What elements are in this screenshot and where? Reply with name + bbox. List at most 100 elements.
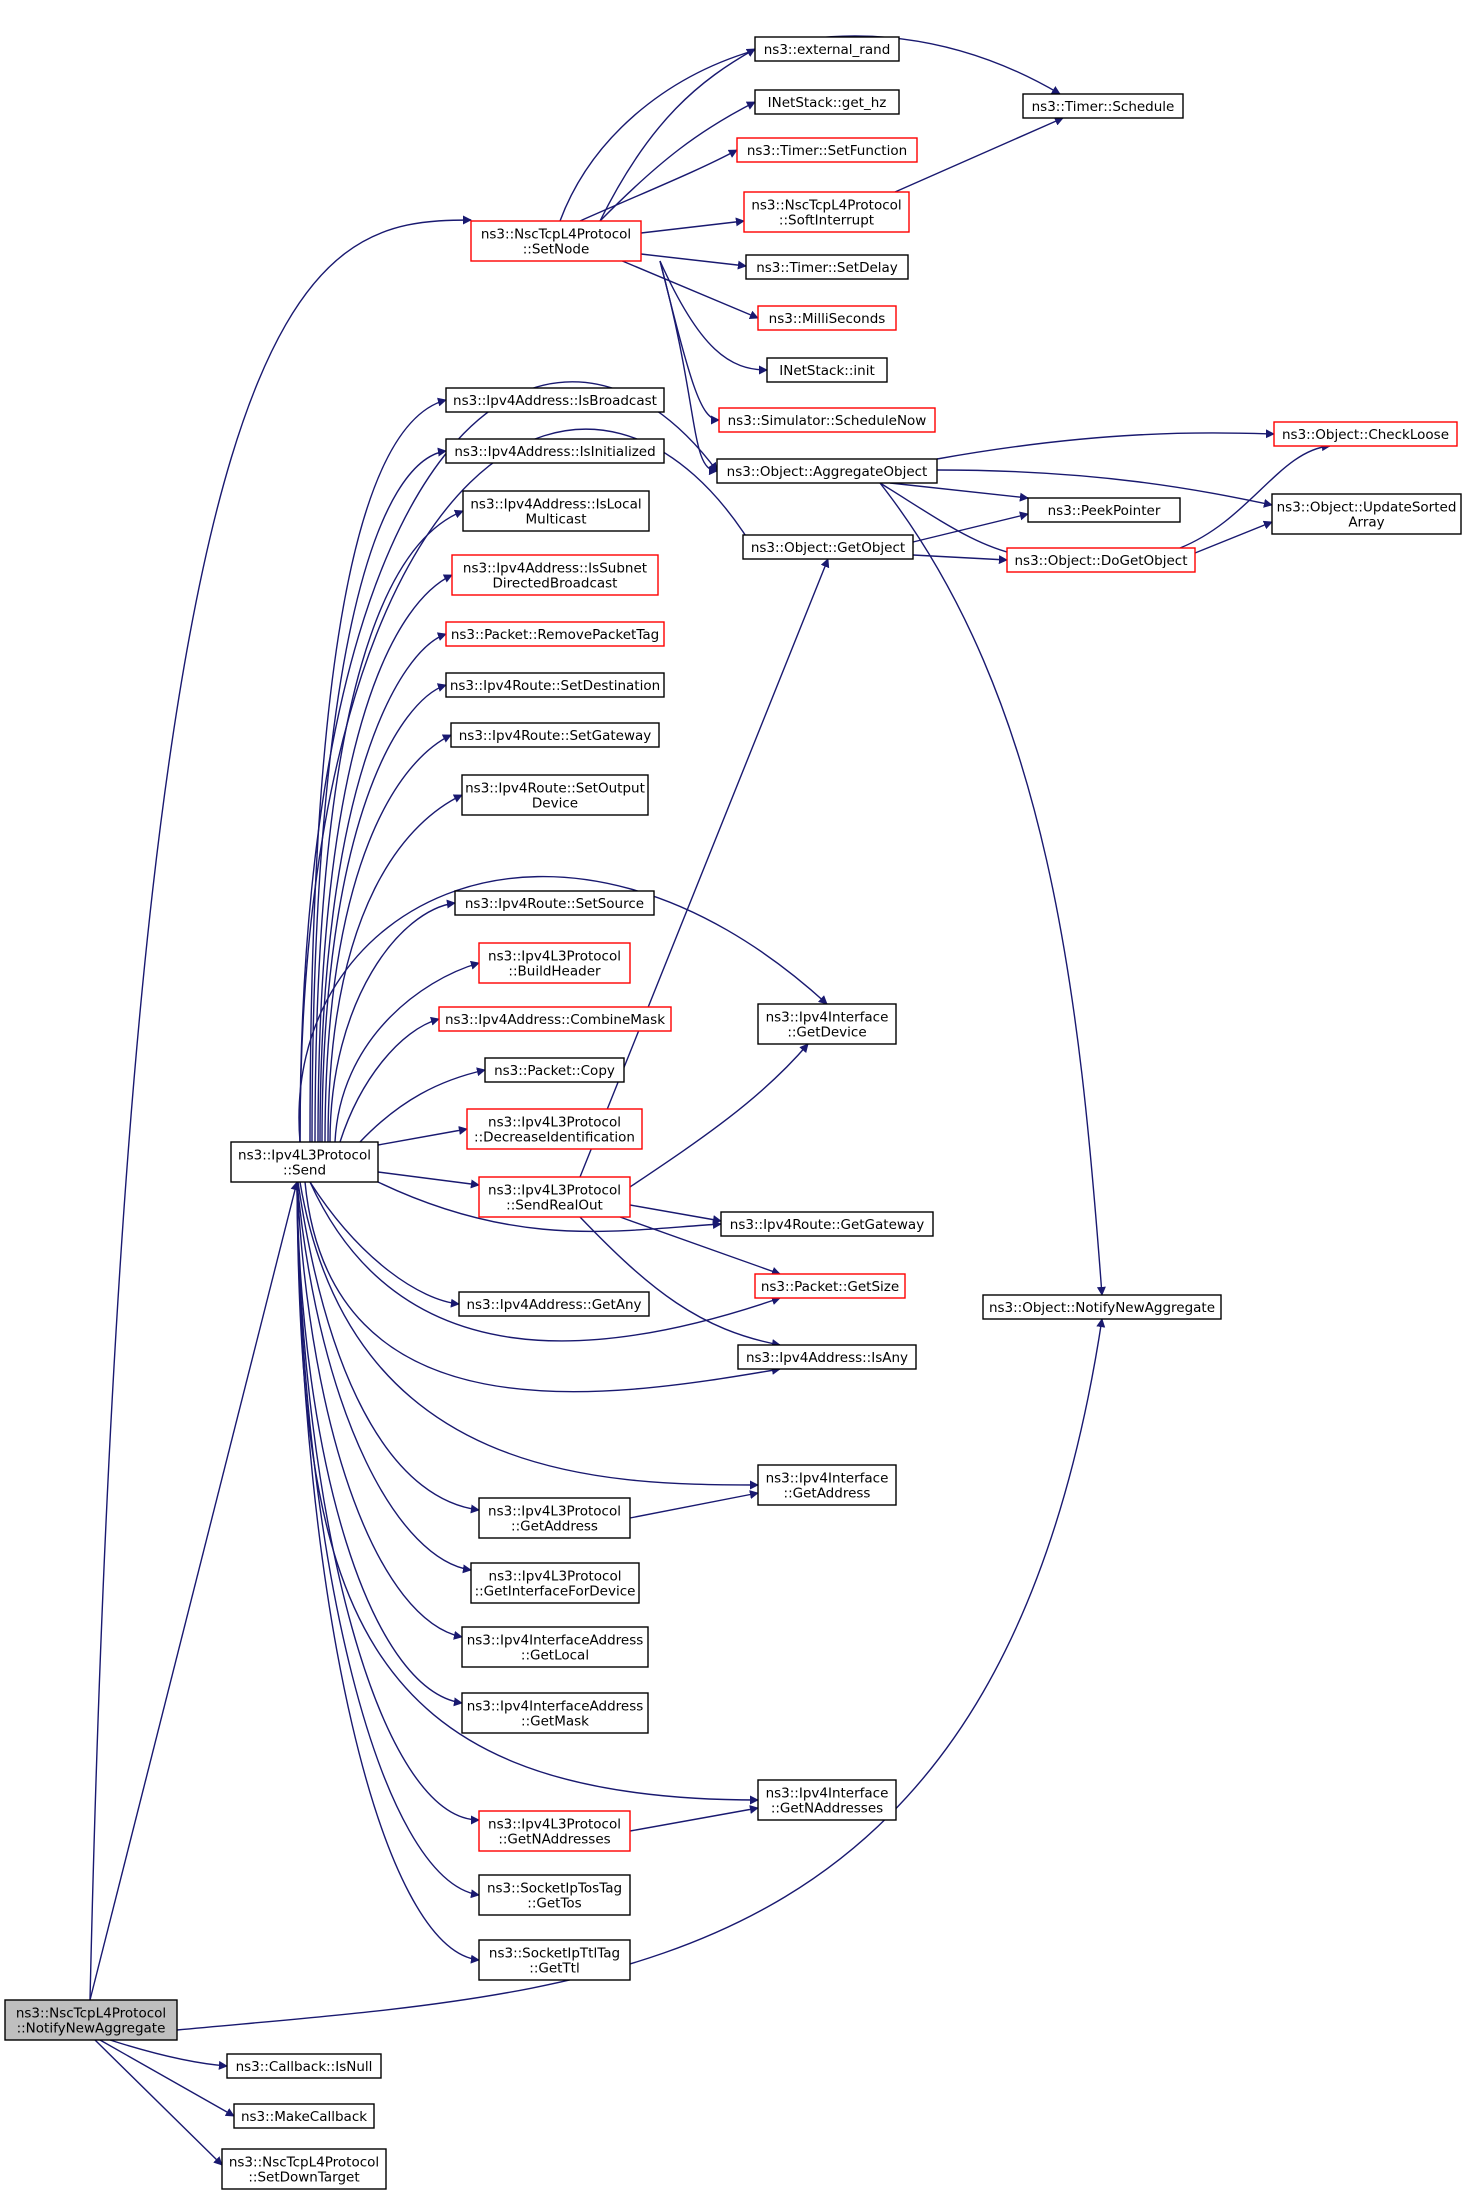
node-removetag[interactable]: ns3::Packet::RemovePacketTag xyxy=(445,621,665,647)
node-box xyxy=(484,1057,625,1083)
node-label: ns3::NscTcpL4Protocol xyxy=(751,198,901,214)
node-isany[interactable]: ns3::Ipv4Address::IsAny xyxy=(737,1344,917,1370)
edge-send-to-getany xyxy=(309,1181,460,1308)
edge-send-to-l3getnaddr xyxy=(296,1181,480,1825)
node-makecallback[interactable]: ns3::MakeCallback xyxy=(233,2103,375,2129)
node-box xyxy=(754,36,900,62)
node-box xyxy=(470,1562,640,1604)
node-getmask[interactable]: ns3::Ipv4InterfaceAddress::GetMask xyxy=(461,1692,649,1734)
node-ext_rand[interactable]: ns3::external_rand xyxy=(754,36,900,62)
edge-aggregate-to-notifyagg xyxy=(879,482,1106,1296)
node-get_hz[interactable]: INetStack::get_hz xyxy=(754,89,900,115)
node-peekpointer[interactable]: ns3::PeekPointer xyxy=(1027,497,1181,523)
node-getlocal[interactable]: ns3::Ipv4InterfaceAddress::GetLocal xyxy=(461,1626,649,1668)
node-setdowntarget[interactable]: ns3::NscTcpL4Protocol::SetDownTarget xyxy=(221,2148,387,2190)
edge-aggregate-to-peekpointer xyxy=(889,482,1029,502)
edge-sendrealout-to-isany xyxy=(579,1216,781,1348)
edge-layer xyxy=(89,35,1331,2166)
node-box xyxy=(754,89,900,115)
node-ifgetaddr[interactable]: ns3::Ipv4Interface::GetAddress xyxy=(757,1464,897,1506)
node-box xyxy=(445,438,665,464)
node-box xyxy=(720,1211,934,1237)
edge-setnode-to-get_hz xyxy=(599,101,756,222)
node-getiffordev[interactable]: ns3::Ipv4L3Protocol::GetInterfaceForDevi… xyxy=(470,1562,640,1604)
node-aggregate[interactable]: ns3::Object::AggregateObject xyxy=(716,458,938,484)
node-notifyagg[interactable]: ns3::Object::NotifyNewAggregate xyxy=(982,1294,1222,1320)
node-init[interactable]: INetStack::init xyxy=(766,357,888,383)
node-label: ns3::Ipv4Interface xyxy=(766,1471,889,1487)
node-l3getnaddr[interactable]: ns3::Ipv4L3Protocol::GetNAddresses xyxy=(478,1810,631,1852)
edge-send-to-buildheader xyxy=(334,960,480,1143)
node-decid[interactable]: ns3::Ipv4L3Protocol::DecreaseIdentificat… xyxy=(466,1108,643,1150)
node-label: ::GetNAddresses xyxy=(771,1801,883,1817)
node-buildheader[interactable]: ns3::Ipv4L3Protocol::BuildHeader xyxy=(478,942,631,984)
node-copy[interactable]: ns3::Packet::Copy xyxy=(484,1057,625,1083)
edge-send-to-setgw xyxy=(324,734,452,1143)
node-milliseconds[interactable]: ns3::MilliSeconds xyxy=(757,305,897,331)
edge-root-to-makecallback xyxy=(99,2039,235,2117)
node-sendrealout[interactable]: ns3::Ipv4L3Protocol::SendRealOut xyxy=(478,1176,631,1218)
node-l3getaddr[interactable]: ns3::Ipv4L3Protocol::GetAddress xyxy=(478,1497,631,1539)
node-box xyxy=(1273,421,1458,447)
node-label: ns3::Object::DoGetObject xyxy=(1014,553,1187,569)
node-schedulenow[interactable]: ns3::Simulator::ScheduleNow xyxy=(718,407,936,433)
edge-send-to-getttl xyxy=(296,1181,480,1964)
node-box xyxy=(458,1291,650,1317)
node-getttl[interactable]: ns3::SocketIpTtlTag::GetTtl xyxy=(478,1939,631,1981)
node-setdest[interactable]: ns3::Ipv4Route::SetDestination xyxy=(445,672,665,698)
node-label: ::GetMask xyxy=(521,1714,589,1730)
node-isinitialized[interactable]: ns3::Ipv4Address::IsInitialized xyxy=(445,438,665,464)
edge-softinterrupt-to-schedule xyxy=(894,117,1064,193)
edge-sendrealout-to-getsize xyxy=(619,1216,781,1276)
node-box xyxy=(754,1273,906,1299)
node-setnode[interactable]: ns3::NscTcpL4Protocol::SetNode xyxy=(470,220,642,262)
node-gettos[interactable]: ns3::SocketIpTosTag::GetTos xyxy=(478,1874,631,1916)
node-getobject[interactable]: ns3::Object::GetObject xyxy=(742,534,914,560)
edge-root-to-isnull xyxy=(109,2039,228,2070)
node-getgw[interactable]: ns3::Ipv4Route::GetGateway xyxy=(720,1211,934,1237)
node-dogetobject[interactable]: ns3::Object::DoGetObject xyxy=(1006,547,1196,573)
node-label: ns3::Timer::Schedule xyxy=(1032,99,1175,115)
node-setdelay[interactable]: ns3::Timer::SetDelay xyxy=(745,254,909,280)
node-isnull[interactable]: ns3::Callback::IsNull xyxy=(226,2053,382,2079)
node-label: ::GetInterfaceForDevice xyxy=(475,1584,636,1600)
edge-aggregate-to-checkloose xyxy=(936,429,1275,460)
edge-setnode-to-ext_rand xyxy=(599,48,756,222)
node-send[interactable]: ns3::Ipv4L3Protocol::Send xyxy=(230,1141,379,1183)
node-label: ns3::Ipv4Address::IsInitialized xyxy=(454,444,655,460)
edge-send-to-isinitialized xyxy=(311,447,447,1143)
node-ifgetnaddr[interactable]: ns3::Ipv4Interface::GetNAddresses xyxy=(757,1779,897,1821)
node-checkloose[interactable]: ns3::Object::CheckLoose xyxy=(1273,421,1458,447)
node-combinemask[interactable]: ns3::Ipv4Address::CombineMask xyxy=(438,1006,672,1032)
node-label: ns3::Packet::Copy xyxy=(494,1063,615,1079)
node-label: Multicast xyxy=(525,512,586,528)
node-label: ns3::Object::NotifyNewAggregate xyxy=(989,1300,1215,1316)
node-label: ns3::NscTcpL4Protocol xyxy=(16,2006,166,2022)
node-label: ::Send xyxy=(283,1163,326,1179)
node-label: DirectedBroadcast xyxy=(493,576,618,592)
node-label: ns3::Object::GetObject xyxy=(751,540,905,556)
node-setgw[interactable]: ns3::Ipv4Route::SetGateway xyxy=(450,722,660,748)
node-softinterrupt[interactable]: ns3::NscTcpL4Protocol::SoftInterrupt xyxy=(743,191,910,233)
node-getany[interactable]: ns3::Ipv4Address::GetAny xyxy=(458,1291,650,1317)
node-box xyxy=(742,534,914,560)
node-isbroadcast[interactable]: ns3::Ipv4Address::IsBroadcast xyxy=(445,387,665,413)
node-box xyxy=(478,1810,631,1852)
node-box xyxy=(1027,497,1181,523)
node-schedule[interactable]: ns3::Timer::Schedule xyxy=(1022,93,1184,119)
node-label: ::GetAddress xyxy=(784,1486,871,1502)
node-box xyxy=(757,1779,897,1821)
node-label: Device xyxy=(532,796,578,812)
edge-root-to-setdowntarget xyxy=(94,2039,223,2166)
node-getdevice[interactable]: ns3::Ipv4Interface::GetDevice xyxy=(757,1003,897,1045)
node-setsource[interactable]: ns3::Ipv4Route::SetSource xyxy=(454,890,655,916)
node-issubnet[interactable]: ns3::Ipv4Address::IsSubnetDirectedBroadc… xyxy=(451,554,659,596)
node-setfunction[interactable]: ns3::Timer::SetFunction xyxy=(736,137,918,163)
node-label: ns3::SocketIpTosTag xyxy=(487,1881,622,1897)
edge-dogetobject-to-checkloose xyxy=(1179,442,1331,549)
node-box xyxy=(461,774,649,816)
node-getsize[interactable]: ns3::Packet::GetSize xyxy=(754,1273,906,1299)
